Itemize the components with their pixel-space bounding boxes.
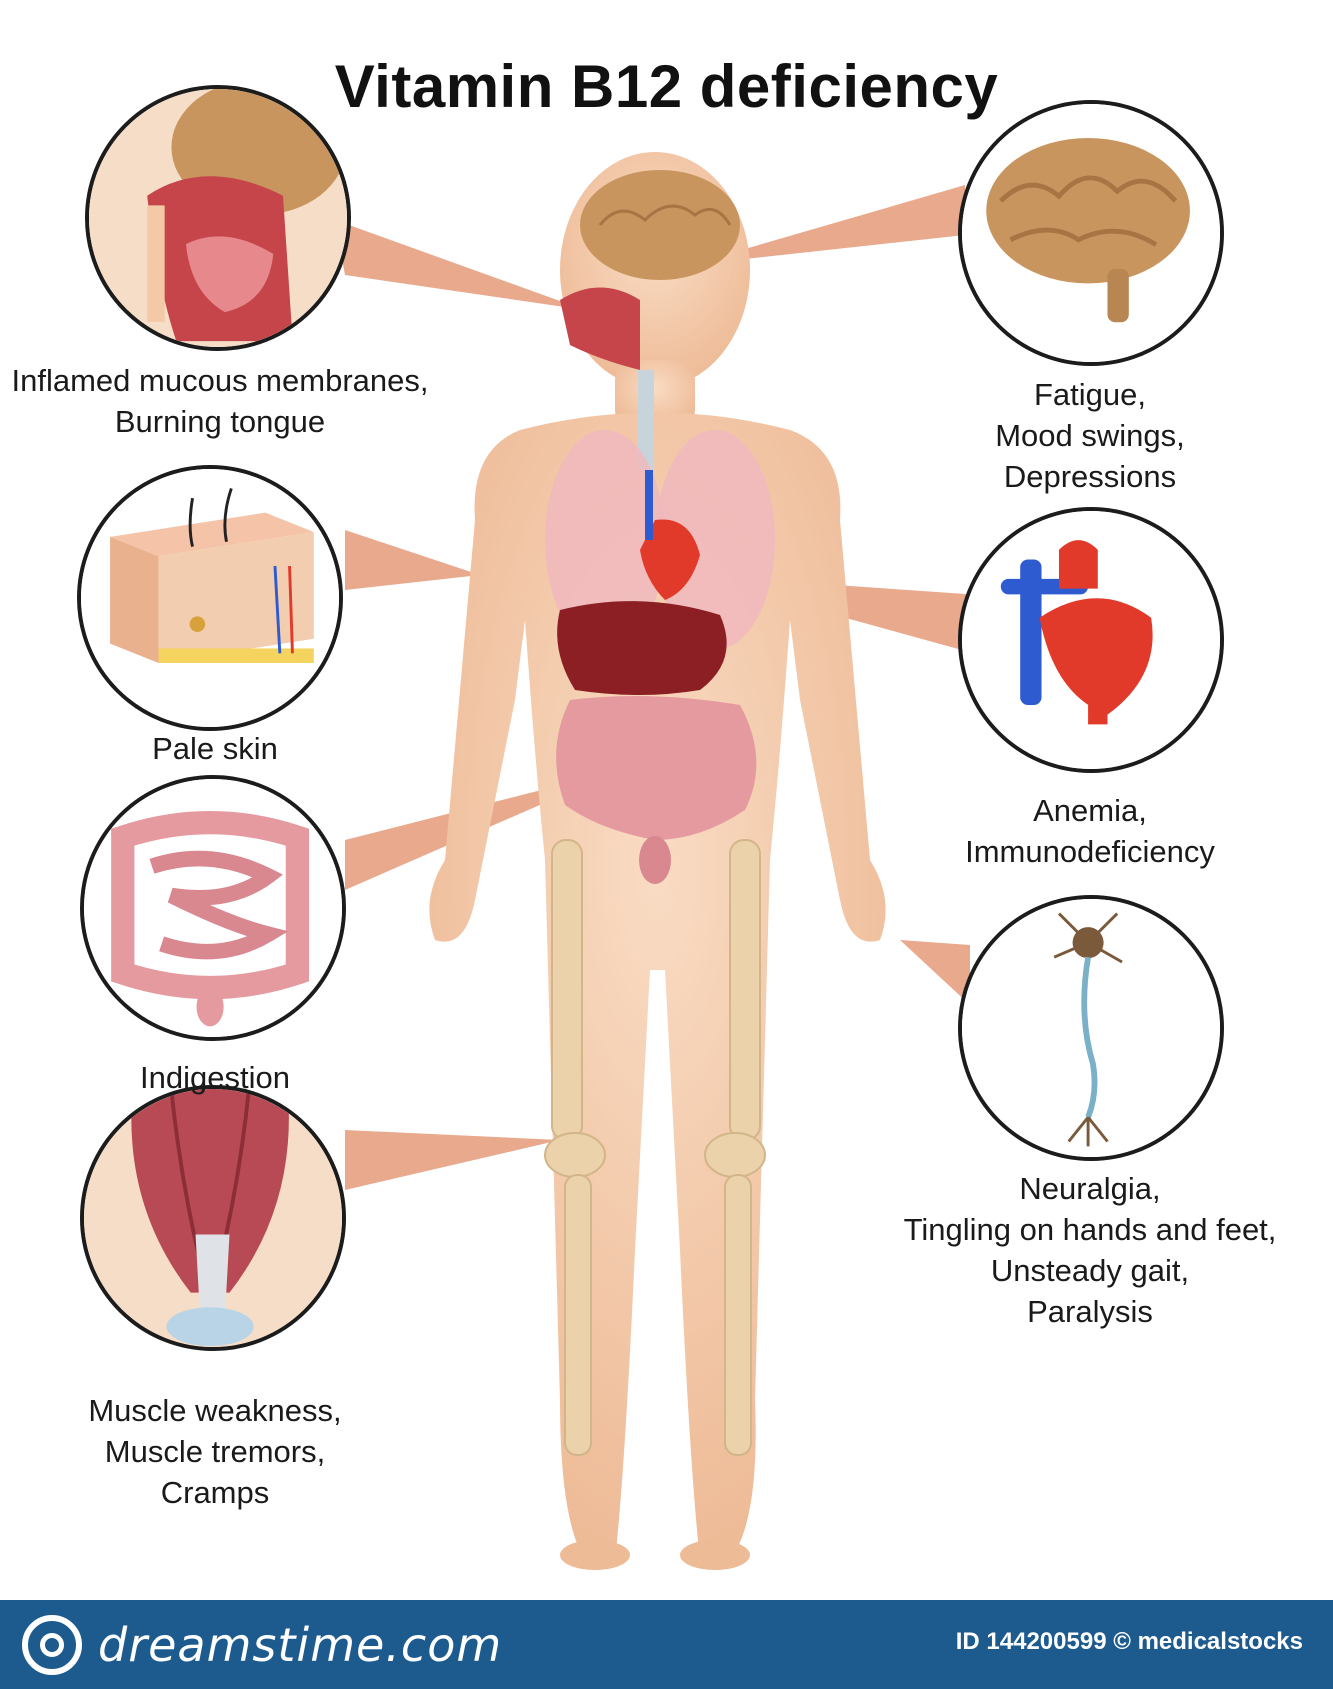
- nasal-cavity-circle: [85, 85, 351, 351]
- intestine-icon: [84, 779, 342, 1037]
- page-title: Vitamin B12 deficiency: [334, 53, 999, 120]
- brand-logo[interactable]: dreamstime.com: [22, 1612, 502, 1678]
- human-body-figure: [335, 152, 980, 1570]
- intestine-circle: [80, 775, 346, 1041]
- label-anemia: Anemia, Immunodeficiency: [965, 793, 1215, 869]
- calf-muscle-circle: [80, 1085, 346, 1351]
- nasal-cavity-icon: [89, 89, 347, 347]
- label-indigestion: Indigestion: [140, 1060, 290, 1095]
- leg-bones: [544, 839, 766, 1456]
- brain-circle: [958, 100, 1224, 366]
- brand-name: dreamstime.com: [98, 1618, 503, 1672]
- label-muscle-weakness: Muscle weakness, Muscle tremors, Cramps: [88, 1393, 342, 1510]
- skin-layer-circle: [77, 465, 343, 731]
- skin-layer-icon: [81, 469, 339, 727]
- image-credit: ID 144200599 © medicalstocks: [955, 1628, 1303, 1655]
- label-neuralgia: Neuralgia, Tingling on hands and feet, U…: [903, 1171, 1277, 1329]
- label-mucous-membranes: Inflamed mucous membranes, Burning tongu…: [11, 363, 429, 439]
- brain-icon: [962, 104, 1220, 362]
- dreamstime-logo-icon: [22, 1615, 82, 1675]
- calf-muscle-icon: [84, 1089, 342, 1347]
- neuron-icon: [962, 899, 1220, 1157]
- label-pale-skin: Pale skin: [152, 731, 278, 766]
- neuron-circle: [958, 895, 1224, 1161]
- label-fatigue: Fatigue, Mood swings, Depressions: [995, 377, 1185, 494]
- footer-bar: dreamstime.com ID 144200599 © medicalsto…: [0, 1600, 1333, 1689]
- heart-circle: [958, 507, 1224, 773]
- heart-icon: [962, 511, 1220, 769]
